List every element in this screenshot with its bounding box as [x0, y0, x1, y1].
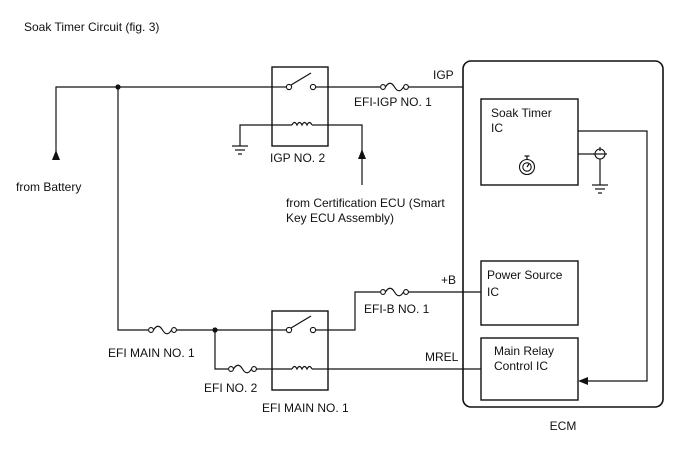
relay-switch-icon: [272, 315, 328, 334]
main-relay-control-ic: Main Relay Control IC: [480, 337, 579, 401]
efi-no2-fuse-wire: [228, 364, 272, 374]
fuse-icon: [380, 287, 409, 297]
efi-main-fuse-label: EFI MAIN NO. 1: [108, 346, 195, 360]
fuse-icon: [380, 82, 409, 92]
plus-b-label: +B: [441, 273, 456, 287]
from-cert-ecu-label-2: Key ECU Assembly): [286, 211, 394, 225]
efi-main-relay: [271, 310, 329, 391]
power-source-label-2: IC: [487, 285, 499, 299]
fuse-icon: [228, 364, 257, 374]
soak-timer-ic: Soak Timer IC: [480, 98, 579, 186]
main-relay-label-1: Main Relay: [494, 344, 554, 358]
ground-icon: [232, 124, 272, 155]
diagram-title: Soak Timer Circuit (fig. 3): [24, 20, 159, 34]
efi-b-fuse-label: EFI-B NO. 1: [364, 302, 430, 316]
relay-switch-icon: [272, 72, 328, 91]
from-battery-label: from Battery: [16, 180, 81, 194]
stopwatch-icon: [518, 155, 536, 176]
efi-b-wire: [328, 287, 481, 331]
from-cert-ecu-label-1: from Certification ECU (Smart: [286, 196, 445, 210]
soak-timer-ground-icon: [578, 147, 608, 194]
certification-ecu-wire: [328, 124, 366, 185]
igp-signal-label: IGP: [433, 68, 454, 82]
soak-timer-output-wire: [578, 130, 648, 385]
igp-relay: [271, 66, 329, 147]
power-source-label-1: Power Source: [487, 268, 563, 282]
efi-main-relay-label: EFI MAIN NO. 1: [262, 401, 349, 415]
ecm-label: ECM: [550, 419, 577, 433]
efi-main-fuse-wire: [148, 325, 272, 370]
battery-feed-wire: [52, 84, 272, 331]
soak-timer-label-2: IC: [491, 121, 503, 135]
mrel-label: MREL: [425, 350, 459, 364]
igp-relay-label: IGP NO. 2: [270, 151, 325, 165]
main-relay-label-2: Control IC: [494, 359, 548, 373]
power-source-ic: Power Source IC: [480, 260, 579, 326]
soak-timer-label-1: Soak Timer: [491, 106, 552, 120]
relay-coil-icon: [272, 365, 328, 371]
relay-coil-icon: [272, 121, 328, 127]
efi-no2-fuse-label: EFI NO. 2: [204, 381, 258, 395]
fuse-icon: [148, 325, 177, 335]
efi-igp-fuse-label: EFI-IGP NO. 1: [354, 95, 432, 109]
